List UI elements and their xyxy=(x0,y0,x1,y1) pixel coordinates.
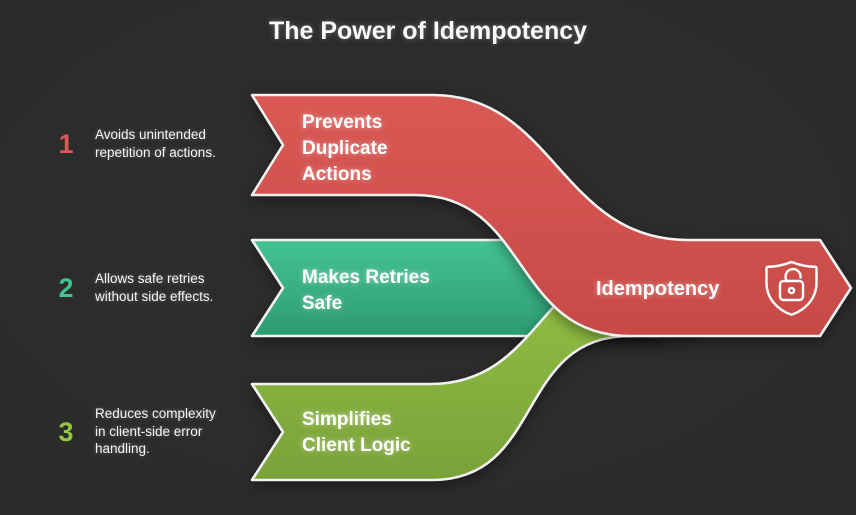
lock-shackle xyxy=(784,267,802,283)
flow-band-red-and-result-arrow xyxy=(250,93,853,338)
lock-keyhole xyxy=(787,286,796,295)
lock-body xyxy=(778,279,805,302)
item-number-1: 1 xyxy=(58,129,74,159)
page-title: The Power of Idempotency xyxy=(268,17,588,45)
item-number-3: 3 xyxy=(58,417,74,447)
shield-outline xyxy=(765,260,818,316)
item-text-3: Reduces complexity in client-side error … xyxy=(95,406,216,456)
band-label-prevents-duplicate-actions: Prevents Duplicate Actions xyxy=(302,112,388,185)
band-label-makes-retries-safe: Makes Retries Safe xyxy=(302,267,430,314)
band-label-simplifies-client-logic: Simplifies Client Logic xyxy=(302,409,411,456)
result-label-idempotency: Idempotency xyxy=(596,278,720,300)
item-text-2: Allows safe retries without side effects… xyxy=(95,271,214,304)
item-text-1: Avoids unintended repetition of actions. xyxy=(95,127,216,160)
item-number-2: 2 xyxy=(58,273,74,303)
shield-lock-icon xyxy=(765,260,818,316)
